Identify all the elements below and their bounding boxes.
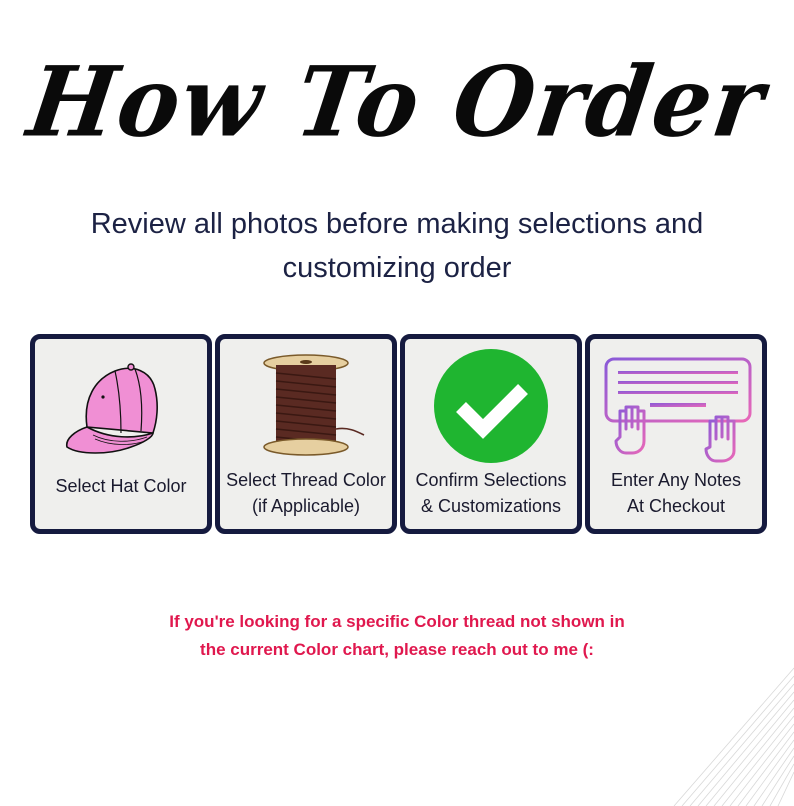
step-label-line-1: Enter Any Notes <box>610 470 742 490</box>
step-label-line-2: (if Applicable) <box>251 496 361 516</box>
subtitle-line-1: Review all photos before making selectio… <box>90 208 704 240</box>
note-line-2: the current Color chart, please reach ou… <box>200 640 594 659</box>
step-card-notes: Enter Any Notes At Checkout <box>585 334 767 534</box>
step-label-line-2: & Customizations <box>420 496 562 516</box>
step-label-line-2: At Checkout <box>626 496 726 516</box>
subtitle: Review all photos before making selectio… <box>60 202 734 290</box>
subtitle-line-2: customizing order <box>282 252 512 284</box>
thread-spool-icon <box>263 354 365 456</box>
custom-thread-note: If you're looking for a specific Color t… <box>100 608 694 664</box>
page-title: How To Order <box>21 45 773 159</box>
checkmark-circle-icon <box>434 349 548 463</box>
step-label: Select Thread Color (if Applicable) <box>220 467 392 519</box>
step-label-line-1: Select Thread Color <box>226 470 386 490</box>
corner-line-pattern <box>673 667 794 806</box>
step-label: Select Hat Color <box>35 467 207 499</box>
order-steps: Select Hat Color Select Thread Color (if… <box>30 334 767 534</box>
step-label: Confirm Selections & Customizations <box>405 467 577 519</box>
keyboard-typing-icon <box>604 357 752 463</box>
step-card-hat-color: Select Hat Color <box>30 334 212 534</box>
note-line-1: If you're looking for a specific Color t… <box>169 612 625 631</box>
step-label: Enter Any Notes At Checkout <box>590 467 762 519</box>
step-card-confirm: Confirm Selections & Customizations <box>400 334 582 534</box>
baseball-cap-icon <box>65 363 158 454</box>
step-label-line-1: Confirm Selections <box>415 470 567 490</box>
step-card-thread-color: Select Thread Color (if Applicable) <box>215 334 397 534</box>
step-label-line-1: Select Hat Color <box>55 476 187 496</box>
